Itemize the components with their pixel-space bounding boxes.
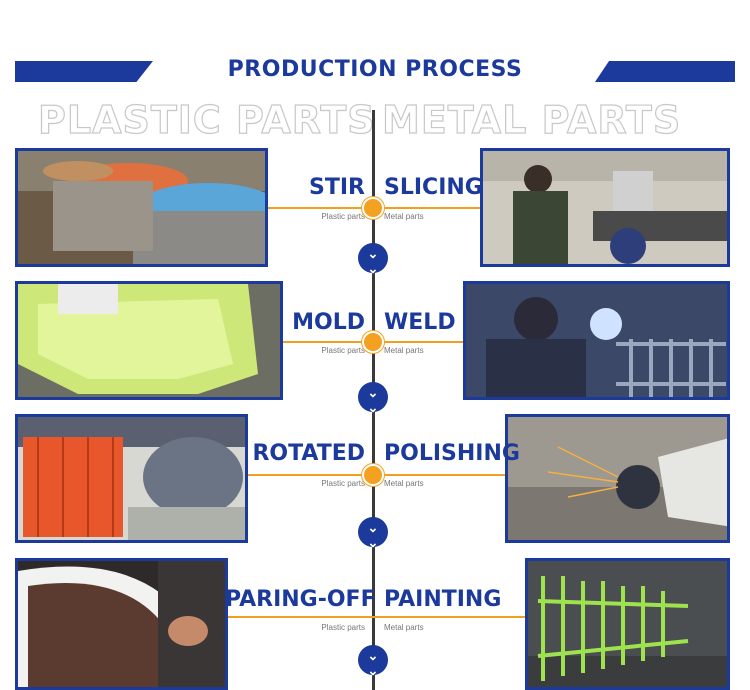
page-title: PRODUCTION PROCESS <box>227 57 523 82</box>
photo-paring-off <box>15 558 228 690</box>
step-mold: MOLD <box>292 310 365 335</box>
timeline-dot <box>362 331 384 353</box>
step-paring-off: PARING-OFF <box>225 587 376 612</box>
photo-rotated <box>15 414 248 543</box>
row-connector-line <box>228 616 525 618</box>
double-chevron-down-icon: ⌄⌄ <box>358 243 388 275</box>
step-rotated: ROTATED <box>252 441 365 466</box>
step-stir-sub: Plastic parts <box>321 212 365 221</box>
step-paring-off-sub: Plastic parts <box>321 623 365 632</box>
step-mold-sub: Plastic parts <box>321 346 365 355</box>
double-chevron-down-icon: ⌄⌄ <box>358 382 388 414</box>
step-polishing-sub: Metal parts <box>384 479 424 488</box>
step-rotated-sub: Plastic parts <box>321 479 365 488</box>
double-chevron-down-icon: ⌄⌄ <box>358 517 388 549</box>
photo-mold <box>15 281 283 400</box>
step-weld: WELD <box>384 310 456 335</box>
photo-painting <box>525 558 730 690</box>
metal-parts-heading: METAL PARTS <box>381 97 682 142</box>
photo-stir <box>15 148 268 267</box>
timeline-dot <box>362 197 384 219</box>
photo-polishing <box>505 414 730 543</box>
double-chevron-down-icon: ⌄⌄ <box>358 645 388 677</box>
step-painting: PAINTING <box>384 587 502 612</box>
timeline-dot <box>362 464 384 486</box>
photo-slicing <box>480 148 730 267</box>
header-banner-right <box>595 61 735 82</box>
step-painting-sub: Metal parts <box>384 623 424 632</box>
header-banner-left <box>15 61 153 82</box>
step-polishing: POLISHING <box>384 441 520 466</box>
photo-weld <box>463 281 730 400</box>
step-slicing-sub: Metal parts <box>384 212 424 221</box>
step-slicing: SLICING <box>384 175 483 200</box>
step-weld-sub: Metal parts <box>384 346 424 355</box>
step-stir: STIR <box>309 175 365 200</box>
plastic-parts-heading: PLASTIC PARTS <box>37 97 376 142</box>
